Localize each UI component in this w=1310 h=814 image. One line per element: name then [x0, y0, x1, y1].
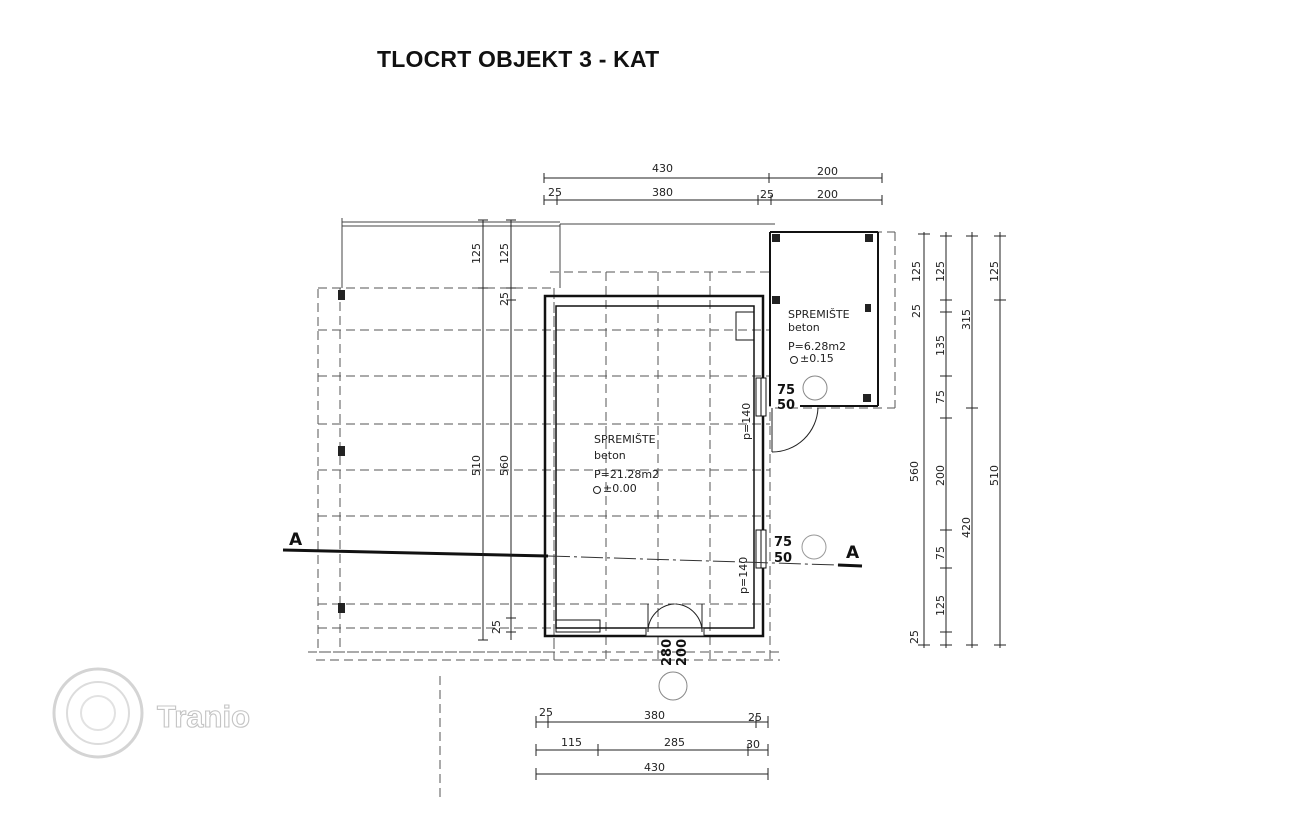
step — [555, 619, 601, 633]
left-dimension-chains — [478, 219, 516, 641]
dim-right-315: 315 — [960, 309, 973, 330]
room-small-name: SPREMIŠTE — [788, 308, 850, 321]
window-lower-height: 50 — [774, 551, 792, 566]
main-storage-outer-wall — [543, 294, 765, 638]
door-swing-small-storage — [771, 375, 828, 453]
dim-top-430: 430 — [652, 162, 673, 175]
window-upper-sill: p=140 — [740, 403, 753, 440]
window-lower-width: 75 — [774, 535, 792, 550]
level-marker-icon — [593, 486, 601, 494]
double-door-main — [645, 534, 827, 701]
pillar — [865, 234, 873, 242]
room-small-area: P=6.28m2 — [788, 340, 846, 353]
dim-bottom-285: 285 — [664, 736, 685, 749]
section-label-left: A — [289, 530, 303, 550]
pillars — [338, 234, 873, 613]
watermark-logo-icon — [52, 667, 144, 759]
dim-top-380: 380 — [652, 186, 673, 199]
dim-right-75-lower: 75 — [934, 546, 947, 560]
page-title: TLOCRT OBJEKT 3 - KAT — [377, 46, 660, 72]
dim-right-510: 510 — [988, 465, 1001, 486]
right-dimension-chains — [918, 232, 1006, 648]
room-main-area: P=21.28m2 — [594, 468, 659, 481]
dim-top-25-right: 25 — [760, 188, 774, 201]
dim-right-135: 135 — [934, 335, 947, 356]
dim-bottom-25-right: 25 — [748, 711, 762, 724]
room-small-level: ±0.15 — [800, 352, 834, 365]
dim-bottom-25-left: 25 — [539, 706, 553, 719]
room-main-storage: SPREMIŠTE beton P=21.28m2 ±0.00 — [593, 433, 659, 495]
roof-outline — [341, 218, 775, 288]
room-main-level: ±0.00 — [603, 482, 637, 495]
bottom-dimension-chains — [535, 716, 769, 780]
pillar — [772, 296, 780, 304]
dim-left-560: 560 — [498, 455, 511, 476]
dim-bottom-430: 430 — [644, 761, 665, 774]
dim-bottom-115: 115 — [561, 736, 582, 749]
dim-right-125-far: 125 — [988, 261, 1001, 282]
room-main-material: beton — [594, 449, 626, 462]
window-lower — [755, 529, 767, 569]
watermark-logo-ring — [66, 681, 130, 745]
dim-right-560: 560 — [908, 461, 921, 482]
top-dimension-chains — [543, 173, 883, 205]
pillar — [338, 446, 345, 456]
room-small-material: beton — [788, 321, 820, 334]
dim-top-25-left: 25 — [548, 186, 562, 199]
window-lower-sill: p=140 — [737, 557, 750, 594]
dim-bottom-380: 380 — [644, 709, 665, 722]
window-upper-height: 50 — [777, 398, 795, 413]
watermark: Tranio — [52, 667, 251, 759]
dim-right-25-top: 25 — [910, 304, 923, 318]
dim-left-25-top: 25 — [498, 292, 511, 306]
watermark-logo-core — [80, 695, 116, 731]
chimney-shaft — [735, 311, 755, 341]
dim-right-25-bottom: 25 — [908, 630, 921, 644]
dim-right-420: 420 — [960, 517, 973, 538]
main-storage-inner-wall — [555, 305, 755, 629]
dim-left-25-bottom: 25 — [490, 620, 503, 634]
main-storage-walls — [543, 294, 765, 638]
door-height: 280 — [660, 639, 675, 666]
dim-top-200: 200 — [817, 165, 838, 178]
section-line: A A — [282, 530, 863, 568]
small-storage-walls — [769, 231, 879, 407]
dim-right-125-outer: 125 — [910, 261, 923, 282]
pillar — [863, 394, 871, 402]
pillar — [338, 603, 345, 613]
dim-right-125-lower: 125 — [934, 595, 947, 616]
dim-right-125-a: 125 — [934, 261, 947, 282]
dim-right-200: 200 — [934, 465, 947, 486]
pillar — [338, 290, 345, 300]
window-upper-width: 75 — [777, 383, 795, 398]
dim-bottom-30: 30 — [746, 738, 760, 751]
dim-right-75-upper: 75 — [934, 390, 947, 404]
dim-left-125-a: 125 — [470, 243, 483, 264]
door-width: 200 — [675, 639, 690, 666]
pillar — [772, 234, 780, 242]
level-marker-icon — [790, 356, 798, 364]
window-upper — [755, 377, 767, 417]
room-main-name: SPREMIŠTE — [594, 433, 656, 446]
dim-left-125-b: 125 — [498, 243, 511, 264]
dim-top-200-lower: 200 — [817, 188, 838, 201]
dim-left-510: 510 — [470, 455, 483, 476]
section-label-right: A — [846, 543, 860, 563]
watermark-text: Tranio — [157, 699, 250, 734]
room-small-storage: SPREMIŠTE beton P=6.28m2 ±0.15 — [788, 308, 850, 365]
pillar — [865, 304, 871, 312]
